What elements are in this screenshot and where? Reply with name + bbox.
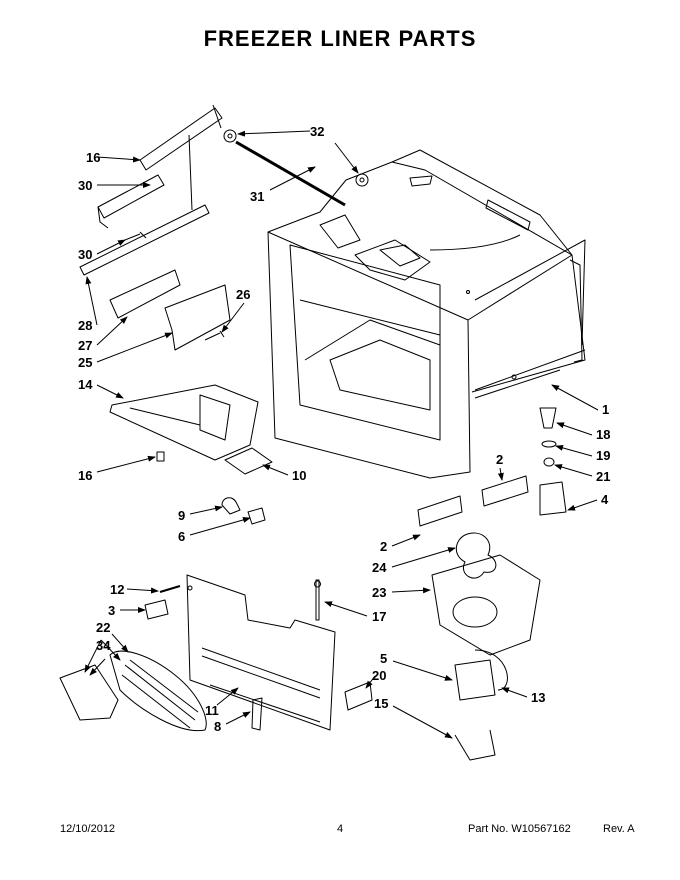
callout-23: 23	[372, 585, 386, 600]
fan-shroud-drawing	[431, 554, 541, 656]
callout-28: 28	[78, 318, 92, 333]
sensor-17-drawing	[315, 579, 320, 621]
callout-2-left: 2	[380, 539, 387, 554]
fitting-18-drawing	[539, 407, 557, 429]
freezer-liner-drawing	[267, 149, 586, 479]
footer-page-number: 4	[337, 823, 344, 835]
callout-20: 20	[372, 668, 386, 683]
callout-9: 9	[178, 508, 185, 523]
callout-34: 34	[96, 638, 111, 653]
callout-14: 14	[78, 377, 93, 392]
bulb-9-drawing	[221, 497, 241, 515]
callout-12: 12	[110, 582, 124, 597]
callout-7: 16	[86, 150, 100, 165]
page-title: FREEZER LINER PARTS	[203, 26, 477, 51]
footer-revision: Rev. A	[603, 823, 635, 835]
slide-25-drawing	[164, 284, 231, 351]
callout-32: 32	[310, 124, 324, 139]
thermistor-8-drawing	[251, 697, 263, 731]
screw-12-drawing	[159, 585, 181, 593]
tape-10-drawing	[224, 447, 273, 475]
callout-18: 18	[596, 427, 610, 442]
pad-2-right-drawing	[481, 475, 529, 507]
callout-3: 3	[108, 603, 115, 618]
callout-26: 26	[236, 287, 250, 302]
callout-19: 19	[596, 448, 610, 463]
callout-16: 16	[78, 468, 92, 483]
bracket-27-drawing	[109, 269, 181, 319]
screw-30-drawing	[124, 231, 147, 241]
gasket-19-drawing	[541, 440, 557, 448]
callout-11: 11	[205, 703, 219, 718]
socket-6-drawing	[247, 507, 266, 525]
gear-top-drawing	[223, 129, 237, 143]
callout-6: 6	[178, 529, 185, 544]
callout-22: 22	[96, 620, 110, 635]
callout-29: 30	[78, 178, 92, 193]
fan-blade-drawing	[455, 532, 497, 579]
callout-17: 17	[372, 609, 386, 624]
callout-4: 4	[601, 492, 609, 507]
evaporator-cover-drawing	[186, 574, 336, 731]
fan-motor-drawing	[454, 659, 496, 701]
grille-22-drawing	[109, 650, 207, 732]
callout-30: 30	[78, 247, 92, 262]
callout-25: 25	[78, 355, 92, 370]
gear-bottom-drawing	[355, 173, 369, 187]
callout-1: 1	[602, 402, 609, 417]
motor-bracket-drawing	[454, 729, 496, 761]
callout-10: 10	[292, 468, 306, 483]
screw-26-drawing	[204, 330, 225, 341]
cover-34-drawing	[59, 664, 119, 721]
callout-24: 24	[372, 560, 387, 575]
callout-31: 31	[250, 189, 264, 204]
callout-15: 15	[374, 696, 388, 711]
spacer-20-drawing	[344, 681, 373, 711]
callout-2-right: 2	[496, 452, 503, 467]
callout-5: 5	[380, 651, 387, 666]
callout-27: 27	[78, 338, 92, 353]
damper-3-drawing	[144, 599, 169, 620]
callout-13: 13	[531, 690, 545, 705]
clip-16-drawing	[156, 451, 165, 462]
pad-2-left-drawing	[417, 495, 463, 527]
footer-date: 12/10/2012	[60, 823, 116, 835]
callout-21: 21	[596, 469, 610, 484]
callout-8: 8	[214, 719, 221, 734]
cover-14-drawing	[109, 384, 259, 461]
footer-part-number: Part No. W10567162	[468, 823, 571, 835]
drive-rod-drawing	[235, 140, 346, 207]
rail-drawings	[79, 104, 223, 276]
washer-21-drawing	[543, 457, 555, 467]
duct-4-drawing	[539, 481, 567, 516]
